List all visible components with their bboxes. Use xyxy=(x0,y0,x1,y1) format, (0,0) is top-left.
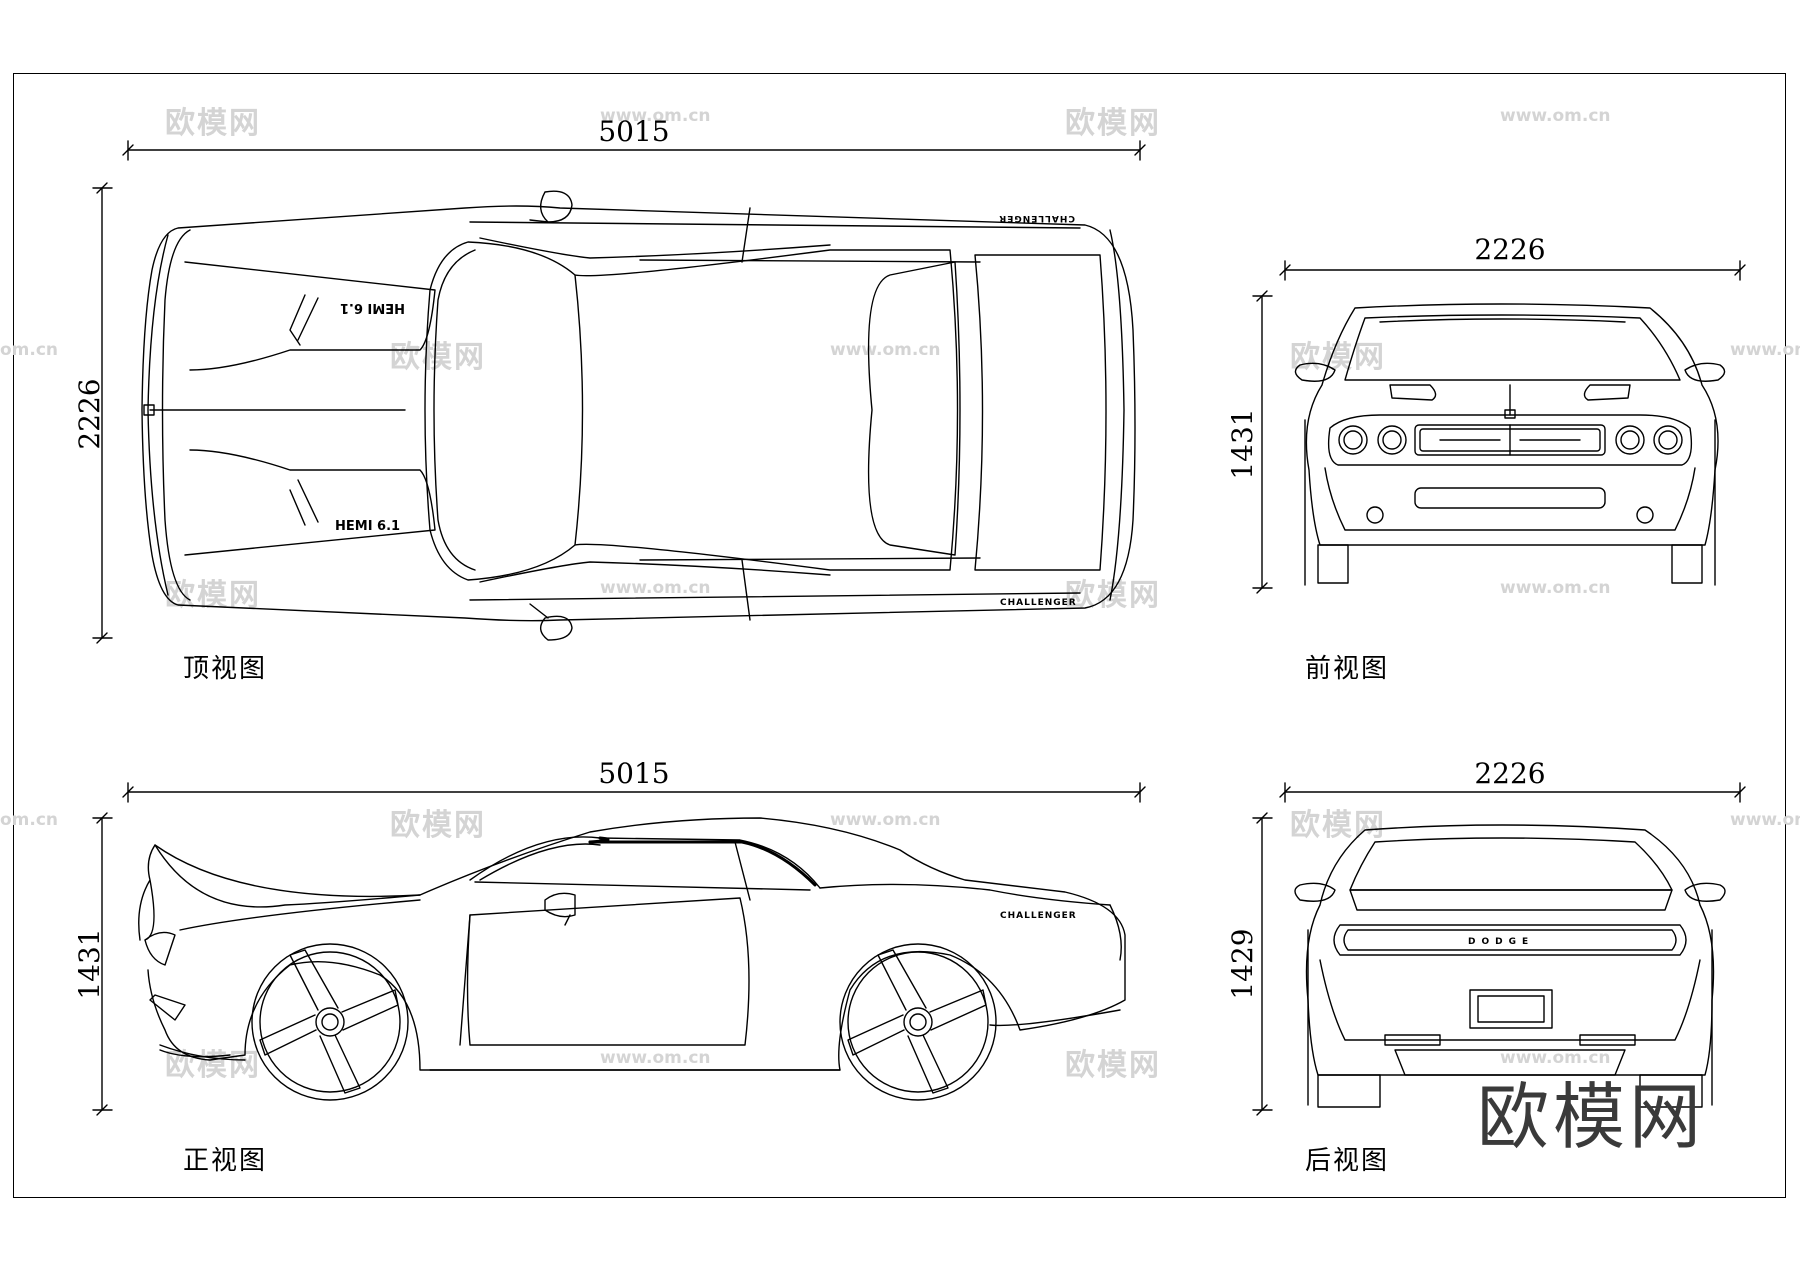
watermark-url: www.om.cn xyxy=(1500,106,1611,126)
dodge-badge: DODGE xyxy=(1468,937,1534,947)
hemi-badge-top: HEMI 6.1 xyxy=(340,300,405,315)
front-wheel xyxy=(251,943,409,1101)
drawing-frame xyxy=(13,73,1786,1198)
watermark-url: www.om.cn xyxy=(1500,578,1611,598)
watermark-brand: 欧模网 xyxy=(1065,1048,1161,1083)
watermark-url: www.om.cn xyxy=(1730,810,1800,830)
challenger-badge-top-lower: CHALLENGER xyxy=(1000,598,1077,608)
watermark-logo: 欧模网 xyxy=(1476,1075,1705,1159)
watermark-brand: 欧模网 xyxy=(165,1048,261,1083)
watermark-url: www.om.cn xyxy=(600,1048,711,1068)
watermark-url: om.cn xyxy=(0,810,59,830)
rear-wheel xyxy=(839,943,997,1101)
dim-front-width: 2226 xyxy=(1474,233,1546,266)
dim-side-height: 1431 xyxy=(73,928,106,1000)
watermark-brand: 欧模网 xyxy=(1065,106,1161,141)
side-view-car: CHALLENGER xyxy=(138,817,1126,1101)
dim-front-height: 1431 xyxy=(1226,408,1259,480)
watermark-brand: 欧模网 xyxy=(1290,808,1386,843)
watermark-brand: 欧模网 xyxy=(390,808,486,843)
watermark-url: www.om.cn xyxy=(830,810,941,830)
label-top-view: 顶视图 xyxy=(183,654,268,684)
watermark-brand: 欧模网 xyxy=(165,106,261,141)
top-view-car: CHALLENGER CHALLENGER HEMI 6.1 HEMI 6.1 xyxy=(141,190,1136,641)
challenger-badge-top-upper: CHALLENGER xyxy=(998,213,1075,223)
watermark-url: www.om.cn xyxy=(600,106,711,126)
challenger-badge-side: CHALLENGER xyxy=(1000,911,1077,921)
dim-rear-width: 2226 xyxy=(1474,757,1546,790)
dim-rear-height: 1429 xyxy=(1226,928,1259,1000)
front-view-car xyxy=(1294,303,1726,586)
watermark-brand: 欧模网 xyxy=(390,340,486,375)
dim-top-width: 2226 xyxy=(73,378,106,450)
watermark-brand: 欧模网 xyxy=(1290,340,1386,375)
dim-side-length: 5015 xyxy=(598,757,670,790)
dim-top-length: 5015 xyxy=(598,115,670,148)
label-rear-view: 后视图 xyxy=(1305,1146,1390,1176)
watermark-url: om.cn xyxy=(0,340,59,360)
dimension-lines xyxy=(92,140,1746,1116)
label-side-view: 正视图 xyxy=(183,1146,268,1176)
watermark-brand: 欧模网 xyxy=(1065,578,1161,613)
watermark-url: www.om.cn xyxy=(1730,340,1800,360)
watermark-url: www.om.cn xyxy=(600,578,711,598)
watermark-url: www.om.cn xyxy=(1500,1048,1611,1068)
rear-view-car: DODGE xyxy=(1294,824,1726,1108)
label-front-view: 前视图 xyxy=(1305,654,1390,684)
hemi-badge-bottom: HEMI 6.1 xyxy=(335,519,400,534)
watermark-url: www.om.cn xyxy=(830,340,941,360)
